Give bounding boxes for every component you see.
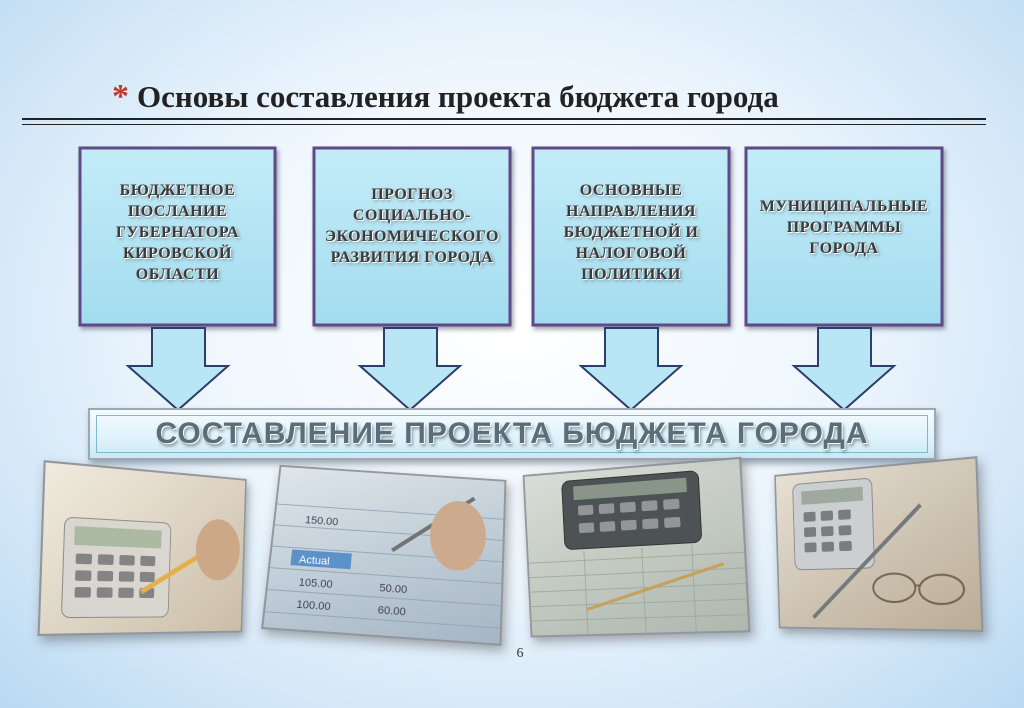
source-1-line: ОБЛАСТИ xyxy=(135,265,220,283)
table-cell: Actual xyxy=(298,554,330,568)
down-arrow-2 xyxy=(357,327,463,412)
page-number: 6 xyxy=(516,646,524,661)
source-4-line: МУНИЦИПАЛЬНЫЕ xyxy=(759,197,929,215)
source-1-line: ГУБЕРНАТОРА xyxy=(115,223,240,241)
financial-table-with-pen-photo: 150.00 Actual 105.00 50.00 60.00 100.00 xyxy=(261,464,507,646)
calculator-pen-glasses-photo xyxy=(774,456,984,633)
source-4-line: ГОРОДА xyxy=(809,239,879,257)
title-marker: * xyxy=(112,78,129,115)
calculator-with-pen-photo xyxy=(37,460,247,637)
down-arrow-4 xyxy=(791,327,897,412)
title-underline-thin xyxy=(22,124,986,125)
source-1-line: ПОСЛАНИЕ xyxy=(127,202,228,220)
source-2-line: ПРОГНОЗ xyxy=(371,186,453,203)
source-1-line: КИРОВСКОЙ xyxy=(122,244,232,262)
source-3-line: НАПРАВЛЕНИЯ xyxy=(566,202,696,220)
source-box-2 xyxy=(312,146,512,327)
source-2-line: ЭКОНОМИЧЕСКОГО xyxy=(325,228,499,245)
table-cell: 105.00 xyxy=(298,576,333,591)
source-3-line: ПОЛИТИКИ xyxy=(581,265,681,283)
source-label-4: МУНИЦИПАЛЬНЫЕ ПРОГРАММЫ ГОРОДА xyxy=(746,180,942,274)
source-4-line: ПРОГРАММЫ xyxy=(786,218,902,236)
source-label-2: ПРОГНОЗ СОЦИАЛЬНО- ЭКОНОМИЧЕСКОГО РАЗВИТ… xyxy=(314,170,510,282)
table-cell: 150.00 xyxy=(304,514,338,528)
source-box-3 xyxy=(531,146,731,327)
title-underline xyxy=(22,118,986,120)
result-bar-inner-frame xyxy=(96,415,928,453)
flow-diagram xyxy=(78,146,944,412)
source-box-1 xyxy=(78,146,277,327)
table-cell: 60.00 xyxy=(377,604,406,618)
title-text: Основы составления проекта бюджета город… xyxy=(137,79,779,114)
result-label: СОСТАВЛЕНИЕ ПРОЕКТА БЮДЖЕТА ГОРОДА xyxy=(155,417,869,450)
down-arrow-3 xyxy=(578,327,684,412)
slide-title: *Основы составления проекта бюджета горо… xyxy=(112,78,992,122)
source-label-3: ОСНОВНЫЕ НАПРАВЛЕНИЯ БЮДЖЕТНОЙ И НАЛОГОВ… xyxy=(533,162,729,302)
source-1-line: БЮДЖЕТНОЕ xyxy=(119,181,236,199)
calculator-spreadsheet-photo xyxy=(522,456,751,638)
table-cell: 50.00 xyxy=(379,582,408,596)
source-3-line: ОСНОВНЫЕ xyxy=(579,181,683,199)
source-2-line: РАЗВИТИЯ ГОРОДА xyxy=(330,249,494,266)
down-arrow-1 xyxy=(125,327,231,412)
result-bar xyxy=(88,408,936,460)
source-label-1: БЮДЖЕТНОЕ ПОСЛАНИЕ ГУБЕРНАТОРА КИРОВСКОЙ… xyxy=(80,162,275,302)
source-3-line: БЮДЖЕТНОЙ И xyxy=(563,223,699,241)
source-box-4 xyxy=(744,146,944,327)
source-2-line: СОЦИАЛЬНО- xyxy=(352,207,472,224)
table-cell: 100.00 xyxy=(296,598,331,613)
source-3-line: НАЛОГОВОЙ xyxy=(575,244,687,262)
